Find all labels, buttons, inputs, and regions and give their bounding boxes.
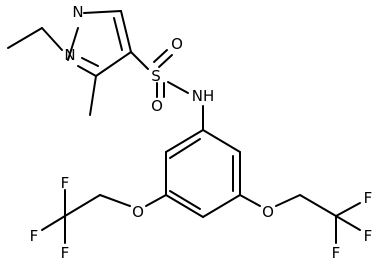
atom-label-fluorine-left-2: F — [30, 227, 39, 245]
bond — [299, 194, 337, 217]
atom-label-oxygen-ether-right: O — [262, 203, 274, 221]
atom-label-oxygen-bottom: O — [151, 97, 163, 115]
bond — [81, 57, 99, 67]
bond — [67, 27, 79, 61]
bond — [335, 215, 361, 231]
bond — [130, 51, 149, 70]
atom-label-fluorine-right-3: F — [332, 244, 341, 262]
atom-label-oxygen-top: O — [171, 35, 183, 53]
bond — [167, 81, 189, 94]
bond — [165, 194, 204, 218]
bond — [41, 215, 66, 231]
atom-labels: N N S O O NH O O F F F F F F — [30, 3, 373, 262]
bond — [89, 75, 97, 116]
bond — [120, 10, 132, 53]
bond — [275, 194, 301, 207]
atom-label-fluorine-left-3: F — [61, 244, 70, 262]
bond — [113, 17, 123, 51]
atom-label-fluorine-right-2: F — [364, 227, 373, 245]
bond — [95, 51, 132, 77]
bond — [158, 54, 173, 68]
bond — [335, 202, 361, 217]
bond — [169, 190, 201, 210]
bond — [202, 129, 241, 153]
bond — [165, 129, 204, 153]
bond — [202, 194, 241, 218]
bond — [83, 10, 122, 14]
atom-label-oxygen-ether-left: O — [132, 203, 144, 221]
atom-label-fluorine-left-1: F — [61, 174, 70, 192]
bond — [169, 138, 201, 159]
bond — [239, 194, 261, 207]
bond — [145, 194, 167, 207]
atom-label-sulfur: S — [151, 67, 161, 85]
bond — [99, 194, 131, 207]
bond — [7, 27, 43, 49]
bond — [41, 27, 63, 51]
bond — [64, 194, 101, 217]
atom-label-fluorine-right-1: F — [364, 189, 373, 207]
atom-label-nh: NH — [192, 87, 215, 105]
bond — [153, 49, 168, 63]
bond — [77, 65, 97, 77]
atom-label-n-pyrazole-2: N — [72, 3, 83, 21]
atom-label-n-pyrazole-1: N — [64, 46, 75, 64]
bonds — [7, 10, 361, 244]
